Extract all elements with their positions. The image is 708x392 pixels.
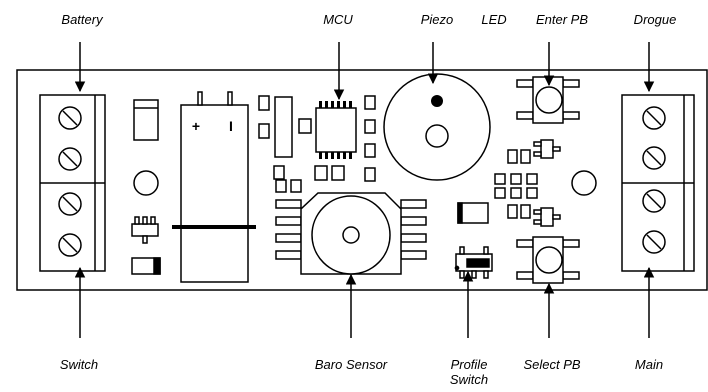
- drogue-main-terminal-block: [621, 94, 695, 272]
- capacitor: [507, 149, 518, 164]
- terminal-screw: [58, 233, 82, 257]
- mcu-chip: [315, 101, 357, 159]
- capacitor: [510, 187, 522, 199]
- main-label: Main: [634, 357, 664, 372]
- select-push-button: [516, 236, 580, 284]
- capacitor: [520, 149, 531, 164]
- battery-minus-sign: I: [229, 118, 233, 134]
- mcu-label: MCU: [323, 12, 353, 27]
- led: [431, 95, 443, 107]
- select-pb-label: Select PB: [523, 357, 581, 372]
- terminal-screw: [58, 106, 82, 130]
- battery-plus-sign: +: [192, 118, 200, 134]
- capacitor: [275, 179, 287, 193]
- mounting-hole: [571, 170, 597, 196]
- capacitor: [526, 173, 538, 185]
- drogue-label: Drogue: [633, 12, 677, 27]
- resistor: [258, 123, 270, 139]
- diode: [131, 257, 161, 275]
- mounting-hole: [133, 170, 159, 196]
- capacitor: [526, 187, 538, 199]
- capacitor: [364, 143, 376, 158]
- terminal-screw: [642, 146, 666, 170]
- piezo-label: Piezo: [420, 12, 454, 27]
- capacitor: [364, 95, 376, 110]
- transistor: [533, 139, 561, 159]
- capacitor: [520, 204, 531, 219]
- terminal-screw: [58, 147, 82, 171]
- enter-pb-label: Enter PB: [535, 12, 589, 27]
- capacitor: [314, 165, 328, 181]
- profile-switch-label-line1: Profile: [450, 357, 488, 372]
- resistor: [258, 95, 270, 111]
- capacitor: [507, 204, 518, 219]
- capacitor: [510, 173, 522, 185]
- capacitor: [290, 179, 302, 193]
- capacitor: [364, 119, 376, 134]
- terminal-screw: [642, 189, 666, 213]
- piezo-buzzer: [383, 73, 491, 181]
- baro-sensor-label: Baro Sensor: [314, 357, 388, 372]
- inductor: [457, 202, 489, 224]
- transistor: [131, 216, 159, 244]
- battery-label: Battery: [61, 12, 103, 27]
- resistor: [298, 118, 312, 134]
- terminal-screw: [642, 230, 666, 254]
- profile-switch-label-line2: Switch: [449, 372, 489, 387]
- capacitor: [494, 187, 506, 199]
- capacitor: [494, 173, 506, 185]
- capacitor: [331, 165, 345, 181]
- terminal-screw: [58, 192, 82, 216]
- led-label: LED: [481, 12, 507, 27]
- battery-switch-terminal-block: [39, 94, 106, 272]
- inductor: [274, 96, 293, 158]
- electrolytic-cap: [133, 99, 159, 141]
- capacitor: [364, 167, 376, 182]
- terminal-screw: [642, 106, 666, 130]
- transistor: [533, 207, 561, 227]
- switch-label: Switch: [59, 357, 99, 372]
- battery-holder: [172, 91, 256, 283]
- capacitor: [273, 165, 285, 180]
- baro-sensor: [275, 192, 427, 275]
